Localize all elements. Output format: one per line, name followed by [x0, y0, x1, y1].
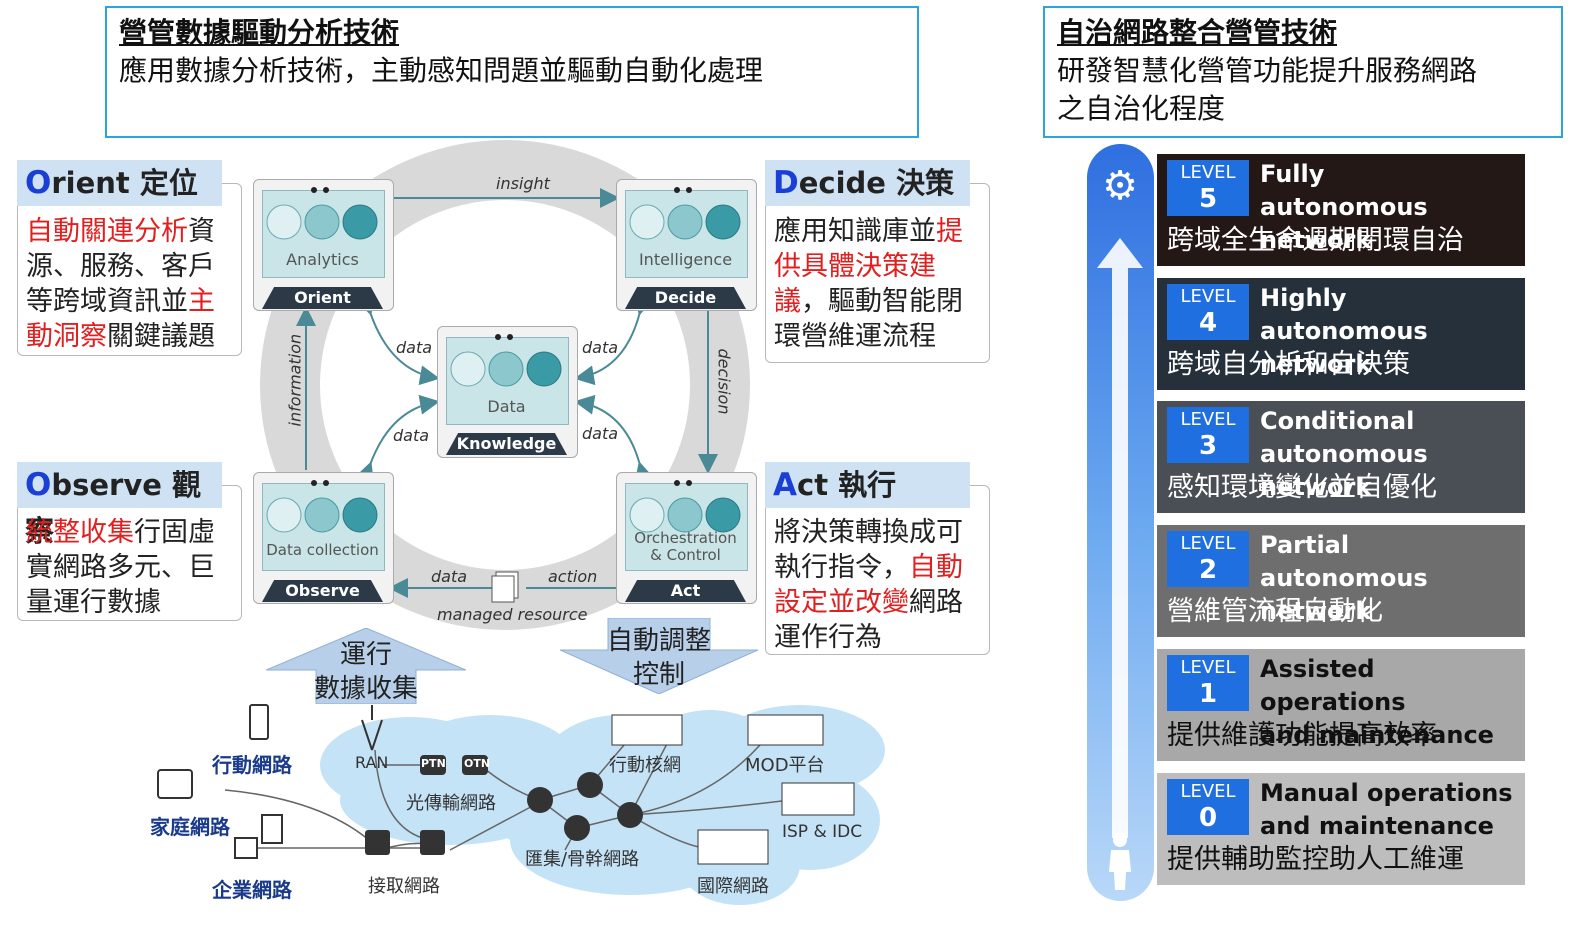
level-number: 4 [1198, 308, 1218, 338]
down-arrow-text-2: 控制 [632, 660, 685, 690]
data-label-tr: data [582, 338, 619, 357]
network-clouds [157, 704, 885, 905]
level-description: 跨域自分析和自決策 [1167, 349, 1410, 380]
mod-platform-label: MOD平台 [745, 755, 825, 776]
home-network-label: 家庭網路 [150, 815, 230, 839]
level-word: LEVEL [1180, 781, 1236, 802]
act-node-label: Act [625, 580, 746, 602]
analytics-label: Analytics [286, 250, 359, 269]
decision-label: decision [714, 348, 734, 415]
aggregation-network-label: 匯集/骨幹網路 [525, 849, 640, 870]
observe-node-label: Observe [262, 580, 383, 602]
level-description: 提供輔助監控助人工維運 [1167, 844, 1464, 875]
left-header-box: 營管數據驅動分析技術 應用數據分析技術，主動感知問題並驅動自動化處理 [105, 6, 919, 138]
data-label: Data [487, 397, 526, 416]
enterprise-network-label: 企業網路 [212, 878, 292, 902]
right-header-title: 自治網路整合營管技術 [1057, 16, 1338, 49]
level-word: LEVEL [1180, 162, 1236, 183]
left-header-title: 營管數據驅動分析技術 [119, 16, 400, 49]
access-network-label: 接取網路 [368, 876, 440, 897]
level-description: 營維管流程自動化 [1167, 596, 1383, 627]
orient-node-label: Orient [262, 287, 383, 309]
managed-resource-label: managed resource [437, 605, 588, 624]
decide-card [765, 183, 990, 363]
decide-node-label: Decide [625, 287, 746, 309]
ran-label: RAN [355, 753, 389, 772]
level-name: Assisted operations and maintenance [1260, 655, 1494, 749]
level-description: 感知環境變化並自優化 [1167, 472, 1437, 503]
right-header-subtitle-2: 之自治化程度 [1057, 92, 1226, 125]
right-header-subtitle-1: 研發智慧化營管功能提升服務網路 [1057, 54, 1478, 87]
action-label: action [548, 567, 598, 586]
orient-tag: Orient 定位 [17, 160, 222, 206]
level-word: LEVEL [1180, 533, 1236, 554]
upward-progress-arrow [1097, 238, 1143, 838]
ptn-label: PTN [421, 757, 446, 770]
level-word: LEVEL [1180, 657, 1236, 678]
level-number: 5 [1198, 184, 1218, 214]
level-number: 0 [1198, 803, 1218, 833]
upward-arrow [266, 628, 466, 704]
data-label-tl: data [396, 338, 433, 357]
level-name: Highly autonomous network [1260, 284, 1428, 378]
data-collection-label: Data collection [266, 541, 379, 559]
up-arrow-text-2: 數據收集 [313, 674, 418, 704]
orchestration-label-1: Orchestration [634, 529, 737, 547]
orient-card [17, 183, 242, 356]
left-header-subtitle: 應用數據分析技術，主動感知問題並驅動自動化處理 [119, 54, 764, 87]
mobile-network-label: 行動網路 [212, 753, 292, 777]
level-number: 1 [1198, 679, 1218, 709]
knowledge-node-label: Knowledge [446, 433, 567, 455]
down-arrow-text-1: 自動調整 [606, 626, 711, 656]
otn-label: OTN [464, 757, 491, 770]
isp-idc-label: ISP & IDC [782, 822, 863, 842]
data-label-bl: data [393, 426, 430, 445]
mobile-core-label: 行動核網 [609, 755, 681, 776]
decide-desc: 應用知識庫並提供具體決策建議，驅動智能閉環營維運流程 [774, 216, 963, 352]
observe-tag: Observe 觀察 [17, 462, 222, 548]
level-word: LEVEL [1180, 409, 1236, 430]
act-card [765, 485, 990, 655]
international-network-label: 國際網路 [697, 876, 769, 897]
level-number: 3 [1198, 431, 1218, 461]
orient-desc: 自動關連分析資源、服務、客戶等跨域資訊並主動洞察關鍵議題 [26, 216, 215, 352]
data-label-br: data [582, 424, 619, 443]
level-name: Fully autonomous network [1260, 160, 1428, 254]
level-description: 提供維護功能提高效率 [1167, 720, 1437, 751]
level-word: LEVEL [1180, 286, 1236, 307]
observe-desc: 統整收集行固虛實網路多元、巨量運行數據 [26, 517, 215, 618]
level-description: 跨域全生命週期閉環自治 [1167, 225, 1464, 256]
gears-icon: ⚙ [1102, 163, 1138, 209]
level-name: Conditional autonomous network [1260, 407, 1428, 501]
optical-network-label: 光傳輸網路 [406, 793, 496, 814]
level-name: Manual operations and maintenance [1260, 779, 1513, 840]
decide-tag: Decide 決策 [765, 160, 970, 206]
act-tag: Act 執行 [765, 462, 970, 508]
right-header-box: 自治網路整合營管技術 研發智慧化營管功能提升服務網路 之自治化程度 [1043, 6, 1563, 138]
intelligence-label: Intelligence [638, 250, 733, 269]
ooda-loop-diagram [260, 140, 750, 630]
level-number: 2 [1198, 555, 1218, 585]
insight-label: insight [496, 174, 550, 193]
information-label: information [285, 333, 305, 427]
up-arrow-text-1: 運行 [339, 640, 392, 670]
person-icon [1103, 832, 1137, 892]
downward-arrow [560, 618, 758, 694]
level-name: Partial autonomous network [1260, 531, 1428, 625]
data-label-bottom: data [431, 567, 468, 586]
orchestration-label-2: & Control [650, 546, 721, 564]
act-desc: 將決策轉換成可執行指令，自動設定並改變網路運作行為 [774, 517, 963, 653]
